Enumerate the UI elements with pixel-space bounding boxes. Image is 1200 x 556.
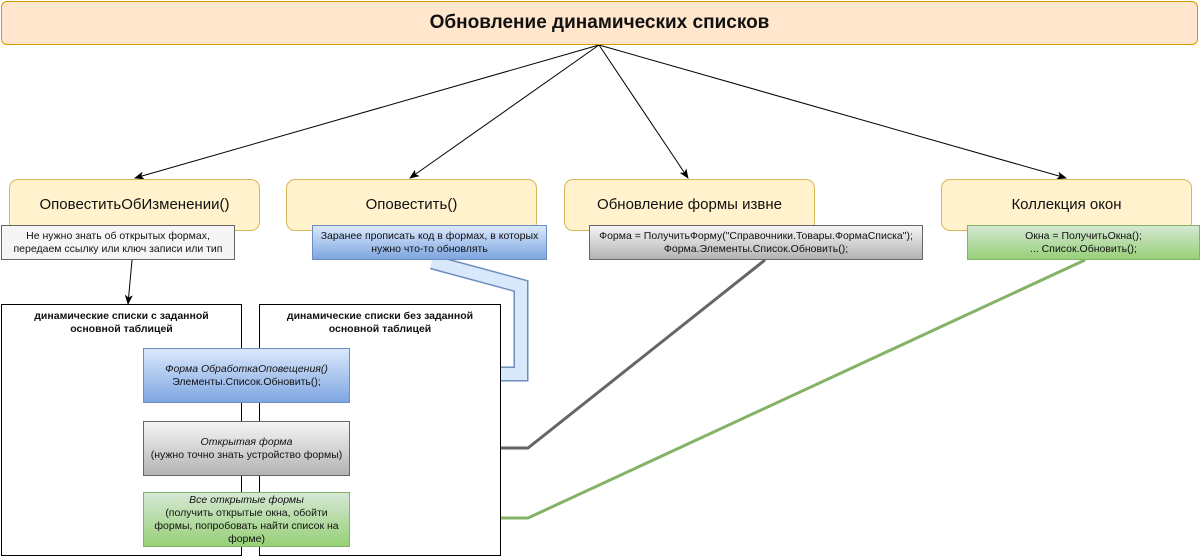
open-form-line1: Открытая форма: [200, 435, 293, 448]
method-notify-label: Оповестить(): [365, 195, 458, 213]
handler-form-line1: Форма ОбработкаОповещения(): [165, 362, 328, 375]
note-form-refresh-line1: Форма = ПолучитьФорму("Справочники.Товар…: [599, 229, 913, 242]
method-form-refresh: Обновление формы извне: [564, 179, 815, 231]
all-forms-line2: (получить открытые окна, обойти формы, п…: [154, 506, 339, 545]
handler-form-box: Форма ОбработкаОповещения() Элементы.Спи…: [143, 348, 350, 403]
arrow-to-form-refresh: [598, 44, 689, 179]
method-notify: Оповестить(): [286, 179, 537, 231]
note-window-collection-line2: ... Список.Обновить();: [1030, 242, 1137, 255]
method-notify-change-label: ОповеститьОбИзменении(): [39, 195, 230, 213]
note-form-refresh: Форма = ПолучитьФорму("Справочники.Товар…: [589, 225, 923, 260]
open-form-line2: (нужно точно знать устройство формы): [150, 448, 343, 461]
arrow-to-window-collection: [598, 44, 1067, 180]
note-form-refresh-line2: Форма.Элементы.Список.Обновить();: [663, 242, 849, 255]
panel-with-main-table-title: динамические списки с заданной основной …: [34, 310, 209, 335]
method-form-refresh-label: Обновление формы извне: [597, 195, 782, 213]
diagram-title: Обновление динамических списков: [1, 1, 1198, 45]
note-notify-change: Не нужно знать об открытых формах, перед…: [1, 225, 235, 260]
panel-without-main-table-title: динамические списки без заданной основно…: [286, 310, 474, 335]
method-window-collection-label: Коллекция окон: [1011, 195, 1122, 213]
open-form-box: Открытая форма (нужно точно знать устрой…: [143, 421, 350, 476]
note-notify-text: Заранее прописать код в формах, в которы…: [320, 229, 539, 255]
arrow-to-left-panel: [124, 259, 133, 305]
note-window-collection: Окна = ПолучитьОкна(); ... Список.Обнови…: [967, 225, 1200, 260]
arrow-to-notify: [409, 44, 600, 179]
diagram-title-text: Обновление динамических списков: [429, 12, 770, 33]
note-notify: Заранее прописать код в формах, в которы…: [312, 225, 547, 260]
all-forms-box: Все открытые формы (получить открытые ок…: [143, 492, 350, 547]
method-notify-change: ОповеститьОбИзменении(): [9, 179, 260, 231]
all-forms-line1: Все открытые формы: [189, 493, 304, 506]
note-window-collection-line1: Окна = ПолучитьОкна();: [1025, 229, 1142, 242]
handler-form-line2: Элементы.Список.Обновить();: [172, 375, 321, 388]
method-window-collection: Коллекция окон: [941, 179, 1192, 231]
note-notify-change-text: Не нужно знать об открытых формах, перед…: [13, 229, 223, 255]
arrow-to-notify-change: [134, 44, 600, 180]
